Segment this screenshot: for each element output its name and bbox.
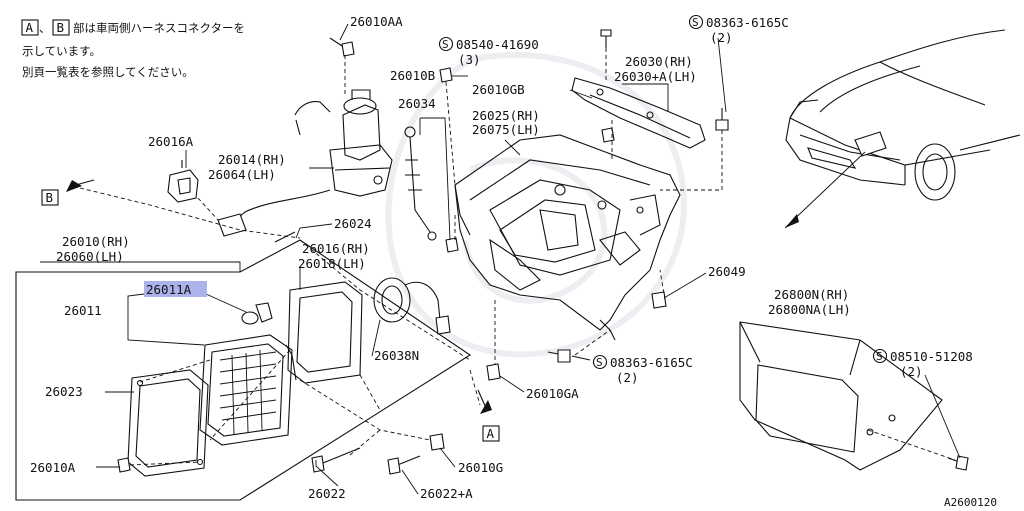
s-mark-2-label: S	[692, 16, 699, 29]
cover-panel	[571, 77, 706, 149]
label-26010-rh: 26010(RH)	[62, 234, 130, 249]
leader-lines	[40, 23, 961, 495]
sealed-beam	[199, 334, 293, 446]
leveling-motor	[217, 89, 393, 237]
label-s-08510-qty: (2)	[900, 364, 923, 379]
s-mark-1-label: S	[442, 38, 449, 51]
label-26022: 26022	[308, 486, 346, 501]
mounting-ring	[285, 281, 363, 384]
note-box-b-label: B	[57, 20, 65, 35]
retaining-ring	[127, 369, 209, 477]
s-mark-3-icon	[592, 354, 608, 370]
screw-shapes	[329, 29, 969, 471]
arrow-a-shaft	[477, 389, 487, 409]
label-26038n: 26038N	[374, 348, 419, 363]
label-26014-rh: 26014(RH)	[218, 152, 286, 167]
label-26075-lh: 26075(LH)	[472, 122, 540, 137]
label-26030-lh: 26030+A(LH)	[614, 69, 697, 84]
s-mark-4-label: S	[876, 350, 883, 363]
tag-a: A	[482, 425, 500, 442]
adjuster-rod	[404, 117, 459, 253]
tag-a-label: A	[487, 426, 495, 441]
bulb-26011a	[241, 302, 273, 325]
screw-26024-shape	[274, 231, 296, 243]
car-illustration	[784, 29, 1021, 229]
note-separator: 、	[39, 21, 51, 35]
dashed-guides	[79, 48, 956, 466]
label-26030-rh: 26030(RH)	[625, 54, 693, 69]
note-box-b	[52, 19, 70, 36]
nut-26010b-shape	[439, 67, 453, 83]
note-box-a-label: A	[26, 20, 34, 35]
label-26060-lh: 26060(LH)	[56, 249, 124, 264]
note-line-1: 部は車両側ハーネスコネクターを	[73, 21, 245, 35]
label-26010aa: 26010AA	[350, 14, 403, 29]
label-26010b: 26010B	[390, 68, 435, 83]
diagram-code: A2600120	[944, 496, 997, 509]
label-26010gb: 26010GB	[472, 82, 525, 97]
clip-26010gb-shape	[601, 127, 615, 143]
label-26800na-lh: 26800NA(LH)	[768, 302, 851, 317]
label-26049: 26049	[708, 264, 746, 279]
highlight-26011a	[144, 281, 207, 297]
label-26010ga: 26010GA	[526, 386, 579, 401]
s-mark-2-icon	[688, 14, 704, 30]
note-line-2: 示しています。	[22, 44, 101, 58]
label-26010a: 26010A	[30, 460, 76, 475]
label-26010g: 26010G	[458, 460, 503, 475]
arrow-b-shaft	[71, 179, 95, 187]
label-s-08363-mid-qty: (2)	[616, 370, 639, 385]
label-26022-a: 26022+A	[420, 486, 473, 501]
label-s-08363-mid: 08363-6165C	[610, 355, 693, 370]
s-mark-3-label: S	[596, 356, 603, 369]
label-26011: 26011	[64, 303, 102, 318]
label-26016a: 26016A	[148, 134, 194, 149]
label-26025-rh: 26025(RH)	[472, 108, 540, 123]
label-26016-rh: 26016(RH)	[302, 241, 370, 256]
label-26011a: 26011A	[146, 282, 192, 297]
note-block: A 、 B 部は車両側ハーネスコネクターを 示しています。 別頁一覧表を参照して…	[21, 19, 245, 79]
label-26023: 26023	[45, 384, 83, 399]
label-s-08510-51208: 08510-51208	[890, 349, 973, 364]
bolt-shapes	[117, 433, 445, 475]
label-26064-lh: 26064(LH)	[208, 167, 276, 182]
bezel-26800n	[739, 321, 943, 471]
part-labels: 26010AA S 08540-41690 (3) S 08363-6165C …	[30, 14, 997, 509]
label-26034: 26034	[398, 96, 436, 111]
note-line-3: 別頁一覧表を参照してください。	[22, 65, 194, 79]
label-26800n-rh: 26800N(RH)	[774, 287, 849, 302]
label-s-08363-top: 08363-6165C	[706, 15, 789, 30]
label-s-08540-qty: (3)	[458, 52, 481, 67]
label-s-08363-top-qty: (2)	[710, 30, 733, 45]
tag-b-label: B	[46, 190, 54, 205]
bracket-26016a	[167, 160, 199, 203]
note-box-a	[21, 19, 39, 36]
watermark	[385, 51, 687, 358]
tag-b: B	[41, 189, 59, 206]
s-mark-4-icon	[872, 348, 888, 364]
label-s-08540-41690: 08540-41690	[456, 37, 539, 52]
socket-harness	[373, 277, 451, 335]
car-arrow-icon	[785, 214, 799, 228]
label-26018-lh: 26018(LH)	[298, 256, 366, 271]
label-26024: 26024	[334, 216, 372, 231]
s-mark-1-icon	[438, 36, 454, 52]
